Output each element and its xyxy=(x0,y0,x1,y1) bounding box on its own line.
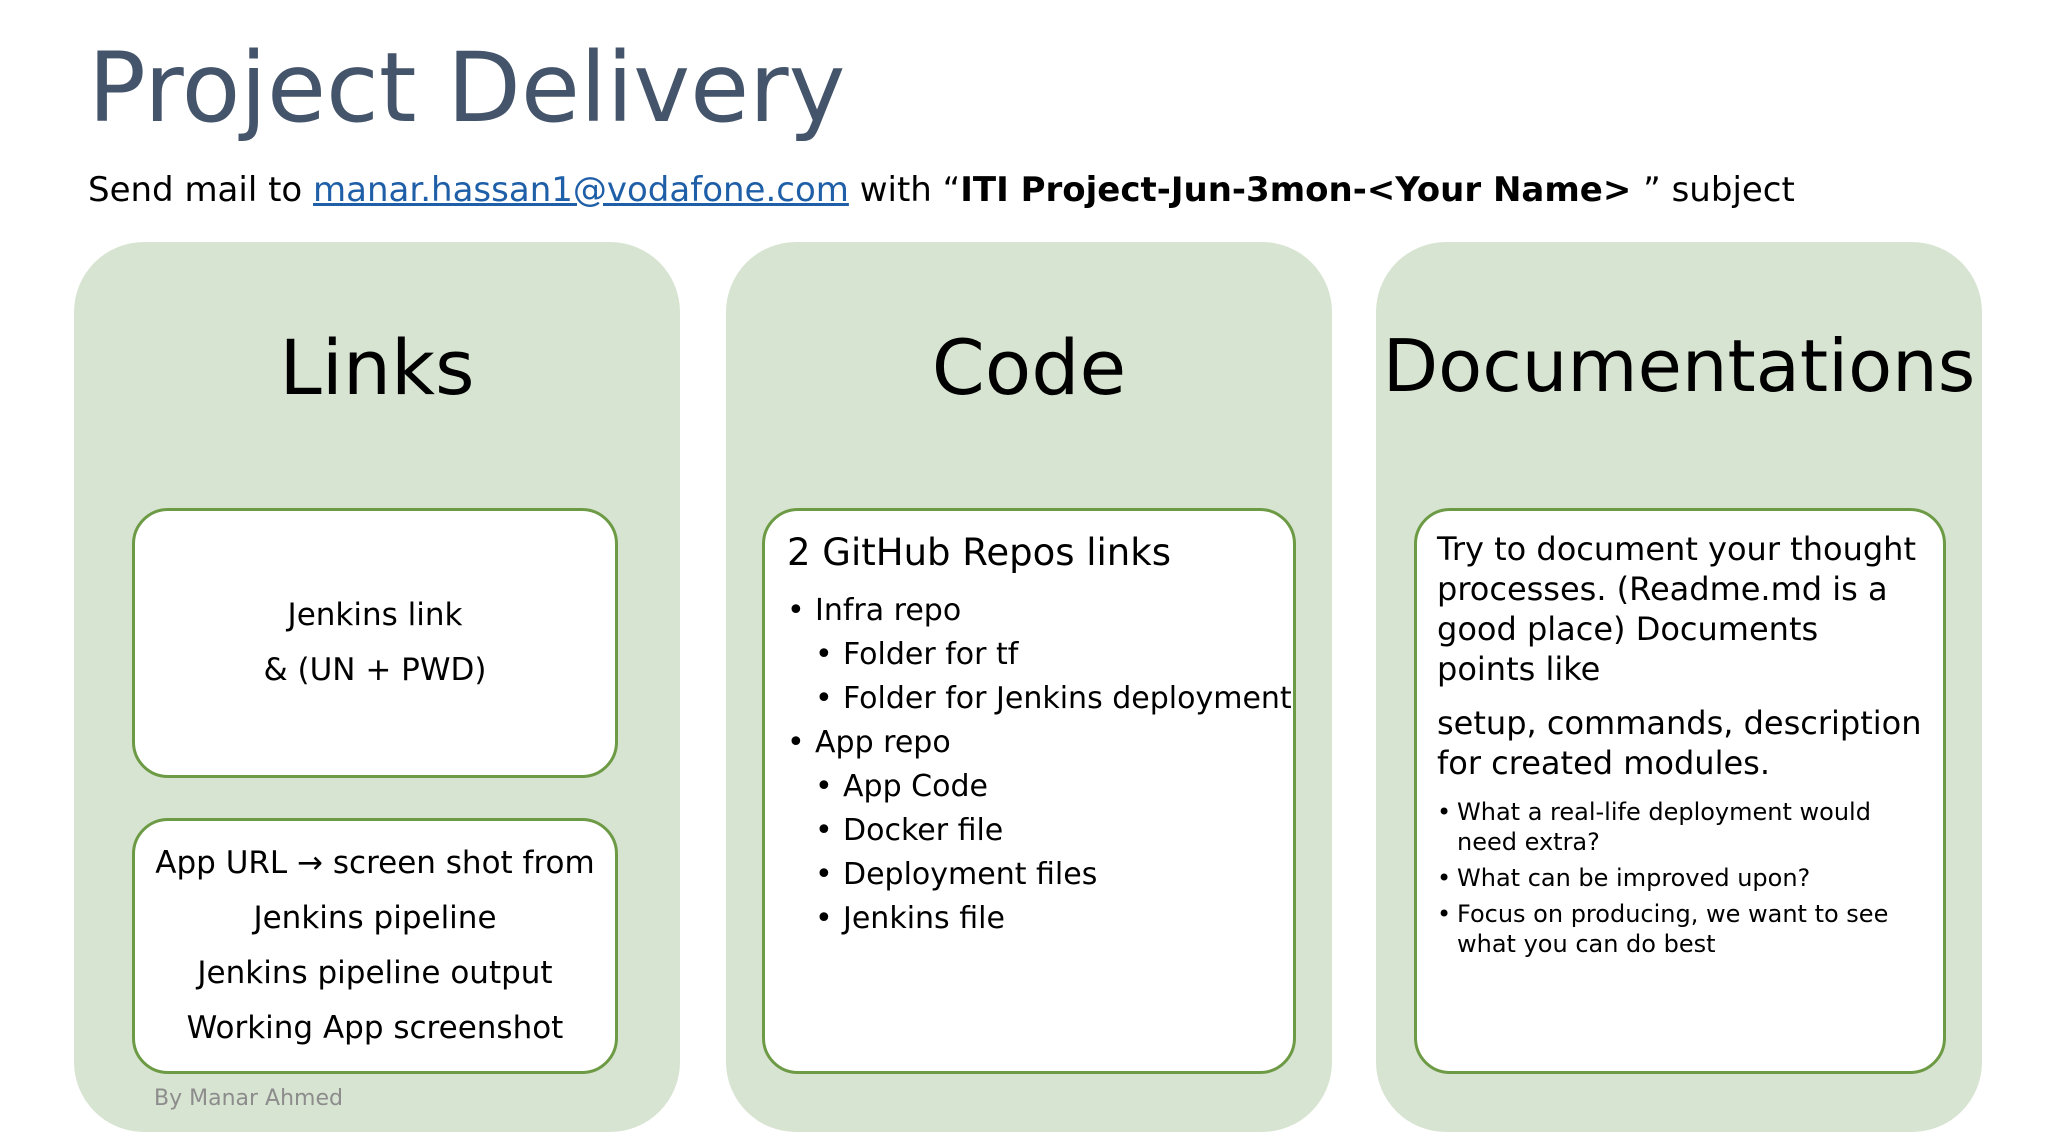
links-heading: Links xyxy=(279,323,475,412)
repo-list-item: Folder for Jenkins deployment xyxy=(787,677,1292,721)
docs-paragraph-2: setup, commands, description for created… xyxy=(1437,704,1922,782)
repo-list-item: App Code xyxy=(787,765,1273,809)
jenkins-output-line: Jenkins pipeline output xyxy=(197,955,553,991)
repo-list-item: Docker file xyxy=(787,809,1273,853)
jenkins-link-box: Jenkins link & (UN + PWD) xyxy=(132,508,618,778)
instruction-suffix: ” subject xyxy=(1643,170,1795,210)
email-link[interactable]: manar.hassan1@vodafone.com xyxy=(313,170,849,210)
jenkins-link-line: Jenkins link xyxy=(287,597,463,633)
instruction-prefix: Send mail to xyxy=(88,170,314,210)
slide-title: Project Delivery xyxy=(88,32,846,144)
email-subject: ITI Project-Jun-3mon-<Your Name> xyxy=(960,170,1644,210)
code-heading: Code xyxy=(931,323,1127,412)
author-credit: By Manar Ahmed xyxy=(154,1086,343,1111)
repo-list-item: Deployment files xyxy=(787,853,1273,897)
jenkins-pipeline-line: Jenkins pipeline xyxy=(253,900,497,936)
docs-bullet-item: Focus on producing, we want to see what … xyxy=(1437,899,1925,959)
docs-column: Documentations Try to document your thou… xyxy=(1376,242,1982,1132)
code-box: 2 GitHub Repos links Infra repoFolder fo… xyxy=(762,508,1296,1074)
docs-heading: Documentations xyxy=(1382,324,1976,408)
app-url-line: App URL → screen shot from xyxy=(155,845,595,881)
repos-title: 2 GitHub Repos links xyxy=(787,531,1171,574)
docs-bullets: What a real-life deployment would need e… xyxy=(1437,797,1925,959)
jenkins-credentials-line: & (UN + PWD) xyxy=(263,652,487,688)
app-screenshot-line: Working App screenshot xyxy=(186,1010,564,1046)
links-column: Links Jenkins link & (UN + PWD) App URL … xyxy=(74,242,680,1132)
docs-bullet-item: What a real-life deployment would need e… xyxy=(1437,797,1925,857)
repo-list-item: Folder for tf xyxy=(787,633,1273,677)
docs-bullet-item: What can be improved upon? xyxy=(1437,863,1925,893)
repo-list-item: Jenkins file xyxy=(787,897,1273,941)
repos-list: Infra repoFolder for tfFolder for Jenkin… xyxy=(787,589,1292,941)
docs-box: Try to document your thought processes. … xyxy=(1414,508,1946,1074)
instruction-line: Send mail to manar.hassan1@vodafone.com … xyxy=(88,170,1795,211)
instruction-middle: with “ xyxy=(848,170,961,210)
repo-list-item: App repo xyxy=(787,721,1273,765)
docs-paragraph-1: Try to document your thought processes. … xyxy=(1437,530,1916,688)
app-url-box: App URL → screen shot from Jenkins pipel… xyxy=(132,818,618,1074)
code-column: Code 2 GitHub Repos links Infra repoFold… xyxy=(726,242,1332,1132)
repo-list-item: Infra repo xyxy=(787,589,1273,633)
